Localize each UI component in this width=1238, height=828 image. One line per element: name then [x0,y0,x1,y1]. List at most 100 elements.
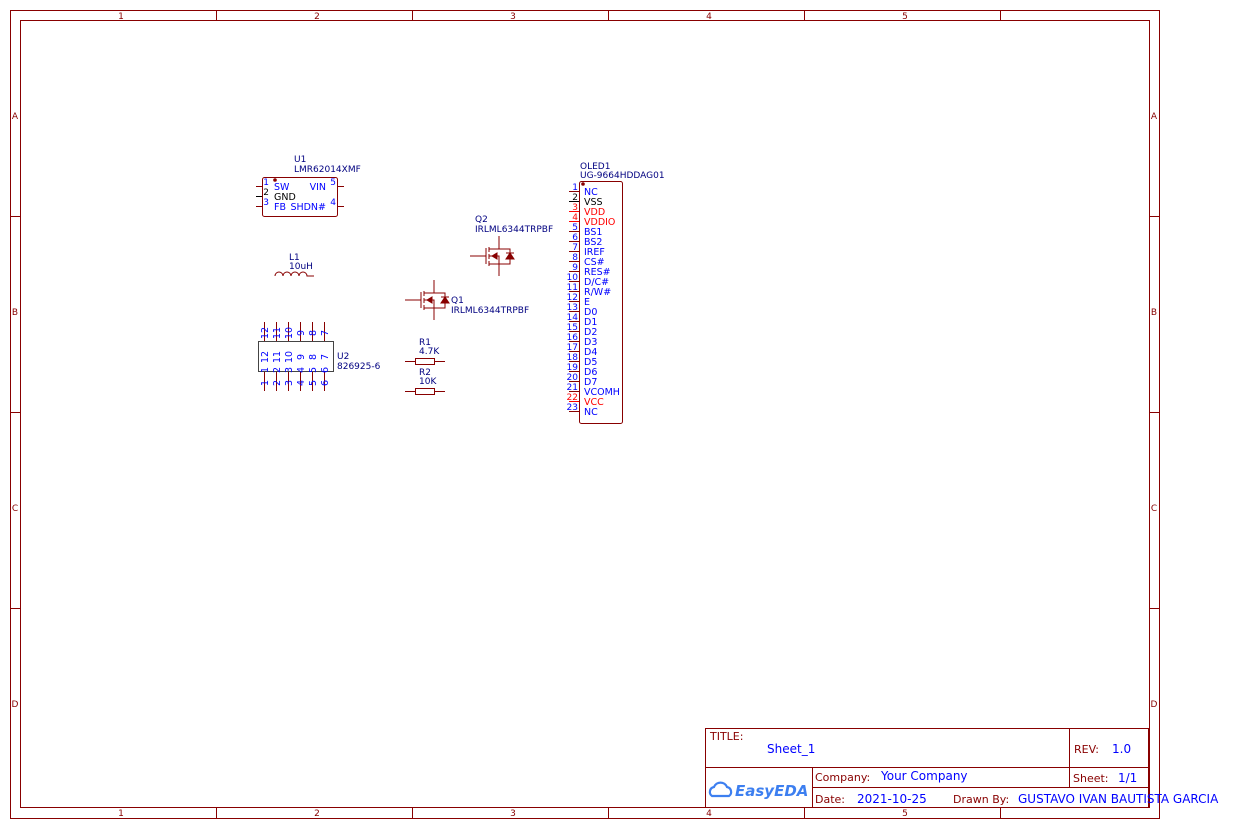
oled-pin-name: RES# [584,267,611,278]
oled-pin-num: 17 [567,343,578,353]
oled-pin-num: 14 [567,313,579,323]
q2-value: IRLML6344TRPBF [475,225,553,235]
row-label: D [1151,700,1158,710]
u1-pin-num: 4 [330,198,336,208]
component-l1[interactable]: L1 10uH [274,253,314,277]
oled-pin-name: E [584,297,590,308]
column-label: 5 [902,12,908,22]
oled-pin-name: NC [584,407,598,418]
u2-pin-num: 12 [260,351,271,363]
oled-pin-num: 15 [567,323,578,333]
logo-text: EasyEDA [735,782,808,800]
date-label: Date: [815,793,845,806]
component-q1[interactable]: Q1 IRLML6344TRPBF [405,280,529,320]
u2-pin-num: 12 [260,327,271,339]
oled-pin-num: 8 [572,253,578,263]
oled-pin-name: VDD [584,207,605,218]
u2-pin-num: 10 [284,327,295,339]
component-u1[interactable]: U1 LMR62014XMF 1 2 3 5 4 SW GND FB VIN S… [256,155,361,217]
oled-pin-num: 4 [572,213,578,223]
oled-pin-name: VDDIO [584,217,615,228]
resistor-symbol [405,388,445,395]
oled-pin-name: BS2 [584,237,602,248]
column-label: 1 [118,809,124,819]
oled-pin-name: VCOMH [584,387,620,398]
u1-pin-num: 3 [263,198,269,208]
title-block: TITLE: Sheet_1 REV: 1.0 Company: Your Co… [705,728,1219,808]
oled-pin-num: 12 [567,293,578,303]
u2-pin-num: 11 [272,327,283,339]
u2-pin-num: 7 [320,354,331,360]
oled-pin-name: D/C# [584,277,609,288]
l1-designator: L1 [289,253,300,263]
oled-pin-num: 13 [567,303,578,313]
column-label: 2 [314,809,320,819]
u2-pin-num: 9 [296,354,307,360]
column-label: 3 [510,12,516,22]
column-label: 4 [706,12,712,22]
sheet-label: Sheet: [1073,772,1109,785]
oled-pin-name: D6 [584,367,597,378]
oled-pin-num: 2 [572,193,578,203]
component-r1[interactable]: R1 4.7K [405,338,445,365]
u1-pin-name: FB [274,202,286,213]
u2-pin-num: 3 [284,367,295,373]
u2-designator: U2 [337,352,349,362]
oled-pin-name: BS1 [584,227,602,238]
oled-pin-num: 23 [567,403,578,413]
title-label: TITLE: [709,730,743,743]
u2-pin-num: 1 [260,367,271,373]
u1-pin-num: 1 [263,178,269,188]
r2-value: 10K [419,377,437,387]
inductor-symbol [274,271,314,277]
easyeda-logo: EasyEDA [708,781,808,800]
column-label: 4 [706,809,712,819]
oled-pin-name: NC [584,187,598,198]
mosfet-symbol [470,236,515,276]
u2-pin-num: 8 [308,330,319,336]
oled-pin-name: D4 [584,347,597,358]
u1-pin-num: 2 [263,188,269,198]
u2-pin-num: 6 [320,367,331,373]
oled-pin-num: 22 [567,393,578,403]
u2-value: 826925-6 [337,362,381,372]
u2-pin-num: 6 [320,380,331,386]
component-r2[interactable]: R2 10K [405,368,445,395]
component-u2[interactable]: U2 826925-6 1212111111221010339944885577… [258,322,381,391]
sheet-value: 1/1 [1118,771,1137,785]
rev-label: REV: [1074,743,1099,756]
column-label: 3 [510,809,516,819]
drawn-by-value: GUSTAVO IVAN BAUTISTA GARCIA [1018,792,1219,806]
u2-pin-num: 1 [260,380,271,386]
row-label: B [1151,308,1157,318]
component-q2[interactable]: Q2 IRLML6344TRPBF [470,215,553,276]
oled-pin-num: 19 [567,363,579,373]
u1-pin-num: 5 [330,178,336,188]
oled-pin-name: D1 [584,317,597,328]
oled-pin-name: D2 [584,327,597,338]
r2-designator: R2 [419,368,431,378]
pin1-marker [581,182,585,186]
column-label: 5 [902,809,908,819]
q1-designator: Q1 [451,296,464,306]
column-label: 2 [314,12,320,22]
u1-designator: U1 [294,155,306,165]
q1-value: IRLML6344TRPBF [451,306,529,316]
u2-pin-num: 9 [296,330,307,336]
sheet-title: Sheet_1 [767,742,815,756]
u1-pin-name: GND [274,192,296,203]
u2-pin-num: 2 [272,380,283,386]
date-value: 2021-10-25 [857,792,927,806]
row-label: A [12,112,19,122]
oled-pin-name: IREF [584,247,605,258]
oled-pin-num: 5 [572,223,578,233]
company-label: Company: [815,771,870,784]
u2-pin-num: 11 [272,351,283,363]
oled-pin-num: 20 [567,373,579,383]
u2-pin-num: 4 [296,367,307,373]
u2-pin-num: 7 [320,330,331,336]
oled-value: UG-9664HDDAG01 [580,171,665,181]
